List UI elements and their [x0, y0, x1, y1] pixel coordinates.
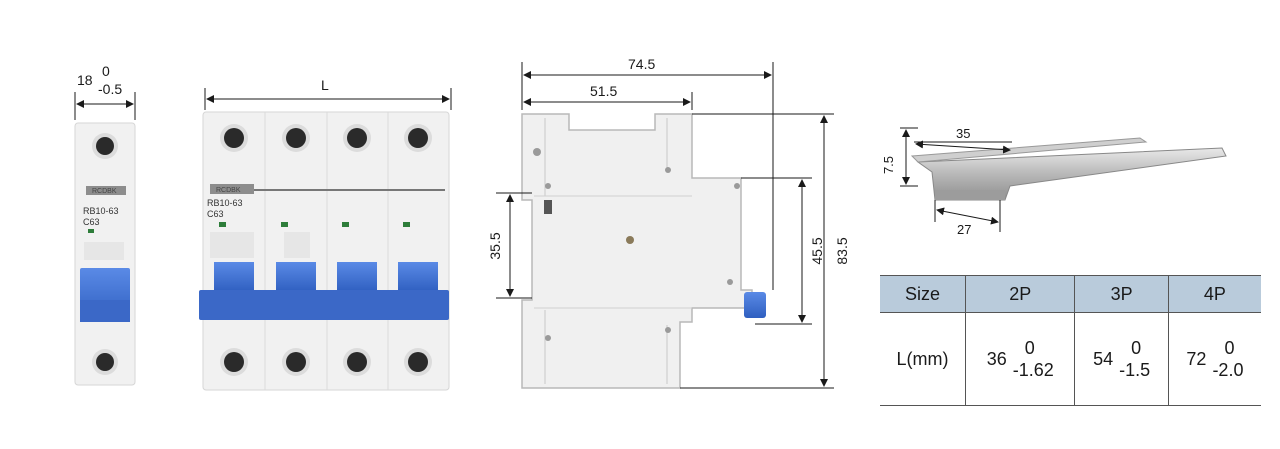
terminal-screw-icon [96, 353, 114, 371]
status-indicator [342, 222, 349, 227]
din-clip [744, 292, 766, 318]
status-indicator [219, 222, 226, 227]
terminal-screw-icon [347, 352, 367, 372]
rating-label: C63 [83, 217, 100, 227]
table-cell: 72 0 -2.0 [1167, 312, 1261, 406]
cell-tol-upper: 0 [1224, 338, 1235, 358]
cell-tol-lower: -2.0 [1212, 360, 1244, 380]
row-label: L(mm) [880, 312, 966, 406]
size-table: Size 2P 3P 4P L(mm) 36 0 -1.62 54 [880, 275, 1261, 406]
rating-label: C63 [207, 209, 224, 219]
table-cell: 54 0 -1.5 [1074, 312, 1169, 406]
din-rail-dimensions: 35 7.5 27 [881, 126, 1012, 237]
din-rail [910, 137, 1227, 201]
table-header-cell: 3P [1074, 275, 1169, 313]
side-view-dimensions: 74.5 51.5 35.5 45.5 83.5 [487, 56, 850, 389]
terminal-screw-icon [224, 352, 244, 372]
table-header-cell: Size [880, 275, 966, 313]
cell-tol-upper: 0 [1024, 338, 1035, 358]
table-cell: 36 0 -1.62 [964, 312, 1075, 406]
side-view-profile [521, 113, 766, 389]
brand-label: RCDBK [216, 187, 241, 194]
cell-tol-lower: -1.5 [1119, 360, 1151, 380]
overall-height-label: 83.5 [834, 237, 850, 264]
cell-value: 36 [986, 348, 1007, 369]
multi-pole-length-dimension: L [204, 77, 452, 110]
terminal-screw-icon [224, 128, 244, 148]
single-pole-width-dimension: 18 0 -0.5 [74, 63, 136, 120]
single-pole-tol-upper: 0 [102, 63, 110, 79]
model-label: RB10-63 [83, 206, 119, 216]
inner-height-label: 45.5 [809, 237, 825, 264]
single-pole-width-label: 18 [77, 72, 93, 88]
toggle-handle [276, 262, 316, 292]
toggle-handle [398, 262, 438, 292]
table-header-cell: 4P [1167, 275, 1261, 313]
cell-value: 54 [1093, 348, 1114, 369]
model-label: RB10-63 [207, 198, 243, 208]
overall-depth-label: 74.5 [628, 56, 655, 72]
status-indicator [88, 229, 94, 233]
front-depth-label: 51.5 [590, 83, 617, 99]
rail-width-label: 35 [956, 126, 970, 141]
table-header-row: Size 2P 3P 4P [880, 275, 1261, 313]
cell-value: 72 [1186, 348, 1207, 369]
terminal-screw-icon [408, 352, 428, 372]
rail-inner-width-label: 27 [957, 222, 971, 237]
four-pole-breaker: RCDBK RB10-63 C63 [199, 111, 450, 391]
cell-tol-upper: 0 [1131, 338, 1142, 358]
terminal-screw-icon [286, 128, 306, 148]
status-indicator [403, 222, 410, 227]
single-pole-tol-lower: -0.5 [98, 81, 122, 97]
rail-height-label: 7.5 [881, 156, 896, 174]
status-indicator [281, 222, 288, 227]
terminal-screw-icon [408, 128, 428, 148]
left-height-label: 35.5 [487, 232, 503, 259]
toggle-handle [337, 262, 377, 292]
single-pole-breaker: RCDBK RB10-63 C63 [74, 122, 136, 386]
table-header-cell: 2P [964, 275, 1075, 313]
table-row: L(mm) 36 0 -1.62 54 0 -1.5 [880, 312, 1261, 406]
terminal-screw-icon [347, 128, 367, 148]
cell-tol-lower: -1.62 [1012, 360, 1054, 380]
terminal-screw-icon [96, 137, 114, 155]
handle-tie-bar [199, 290, 449, 320]
toggle-handle [214, 262, 254, 292]
terminal-screw-icon [286, 352, 306, 372]
brand-label: RCDBK [92, 188, 117, 195]
length-label: L [321, 77, 329, 93]
